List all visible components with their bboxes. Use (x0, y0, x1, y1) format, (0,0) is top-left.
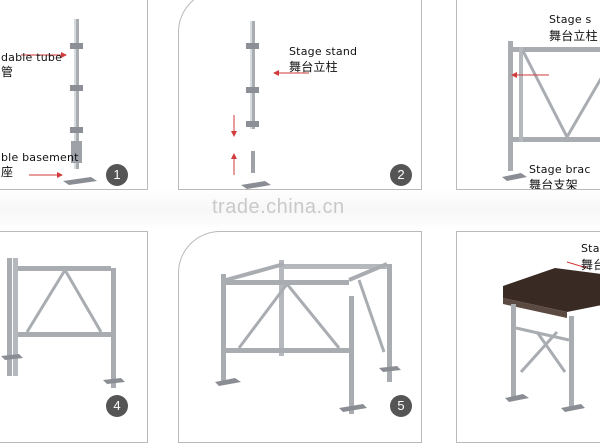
label-stage-cn: 舞台 (581, 258, 600, 272)
step-badge-4-outer: 4 (106, 395, 128, 417)
stage-brace-frame-illustration (502, 41, 600, 181)
step-1-panel: dable tube 管 ble basement 座 1 (0, 0, 148, 190)
step-badge-5-outer: 5 (390, 395, 412, 417)
divider-band (0, 188, 600, 232)
stage-stand-insertion-illustration (231, 21, 309, 189)
label-stand-en-3: Stage s (549, 13, 592, 26)
step-5-panel: 5 (178, 231, 422, 443)
label-stand-en: Stage stand (289, 45, 358, 58)
label-brace-en: Stage brac (529, 163, 591, 176)
step-badge-2-outer: 2 (390, 164, 412, 186)
assembled-stage-illustration (503, 261, 600, 412)
step-2-panel: Stage stand 舞台立柱 2 (178, 0, 422, 190)
step-6-panel: Sta 舞台 (456, 231, 600, 443)
step-3-panel: Stage s 舞台立柱 Stage brac 舞台支架 (456, 0, 600, 190)
stage-tube-and-base-illustration (21, 19, 97, 185)
watermark-text: trade.china.cn (212, 196, 345, 218)
label-tube-en: dable tube (1, 51, 63, 64)
label-tube-cn: 管 (1, 65, 14, 79)
label-stand-cn-3: 舞台立柱 (549, 29, 598, 43)
label-brace-cn: 舞台支架 (529, 178, 578, 190)
label-stage-en: Sta (581, 242, 600, 255)
label-stand-cn: 舞台立柱 (289, 60, 338, 74)
four-side-frame-illustration (215, 260, 401, 414)
step-badge-1-outer: 1 (106, 164, 128, 186)
two-side-frame-illustration (1, 258, 125, 388)
label-base-cn: 座 (1, 165, 14, 179)
label-base-en: ble basement (1, 151, 79, 164)
